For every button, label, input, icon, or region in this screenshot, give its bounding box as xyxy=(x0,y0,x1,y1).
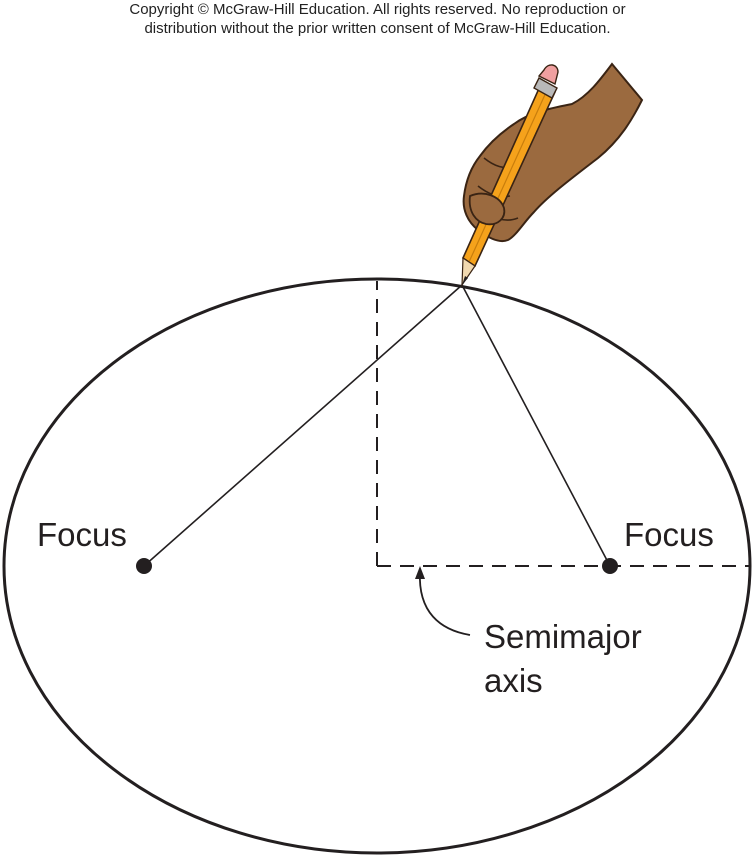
copyright-notice: Copyright © McGraw-Hill Education. All r… xyxy=(0,0,755,38)
focus-point-left xyxy=(136,558,152,574)
semimajor-axis-label-line-2: axis xyxy=(484,662,543,699)
focus-point-right xyxy=(602,558,618,574)
hand-with-pencil-icon xyxy=(461,62,644,288)
copyright-line-1: Copyright © McGraw-Hill Education. All r… xyxy=(129,1,626,18)
semimajor-pointer-arrow xyxy=(415,566,471,636)
copyright-line-2: distribution without the prior written c… xyxy=(144,20,611,37)
focus-label-right: Focus xyxy=(624,516,714,553)
string-line-left xyxy=(143,284,463,567)
semimajor-axis-label-line-1: Semimajor xyxy=(484,618,642,655)
string-line-right xyxy=(461,284,611,567)
focus-label-left: Focus xyxy=(37,516,127,553)
